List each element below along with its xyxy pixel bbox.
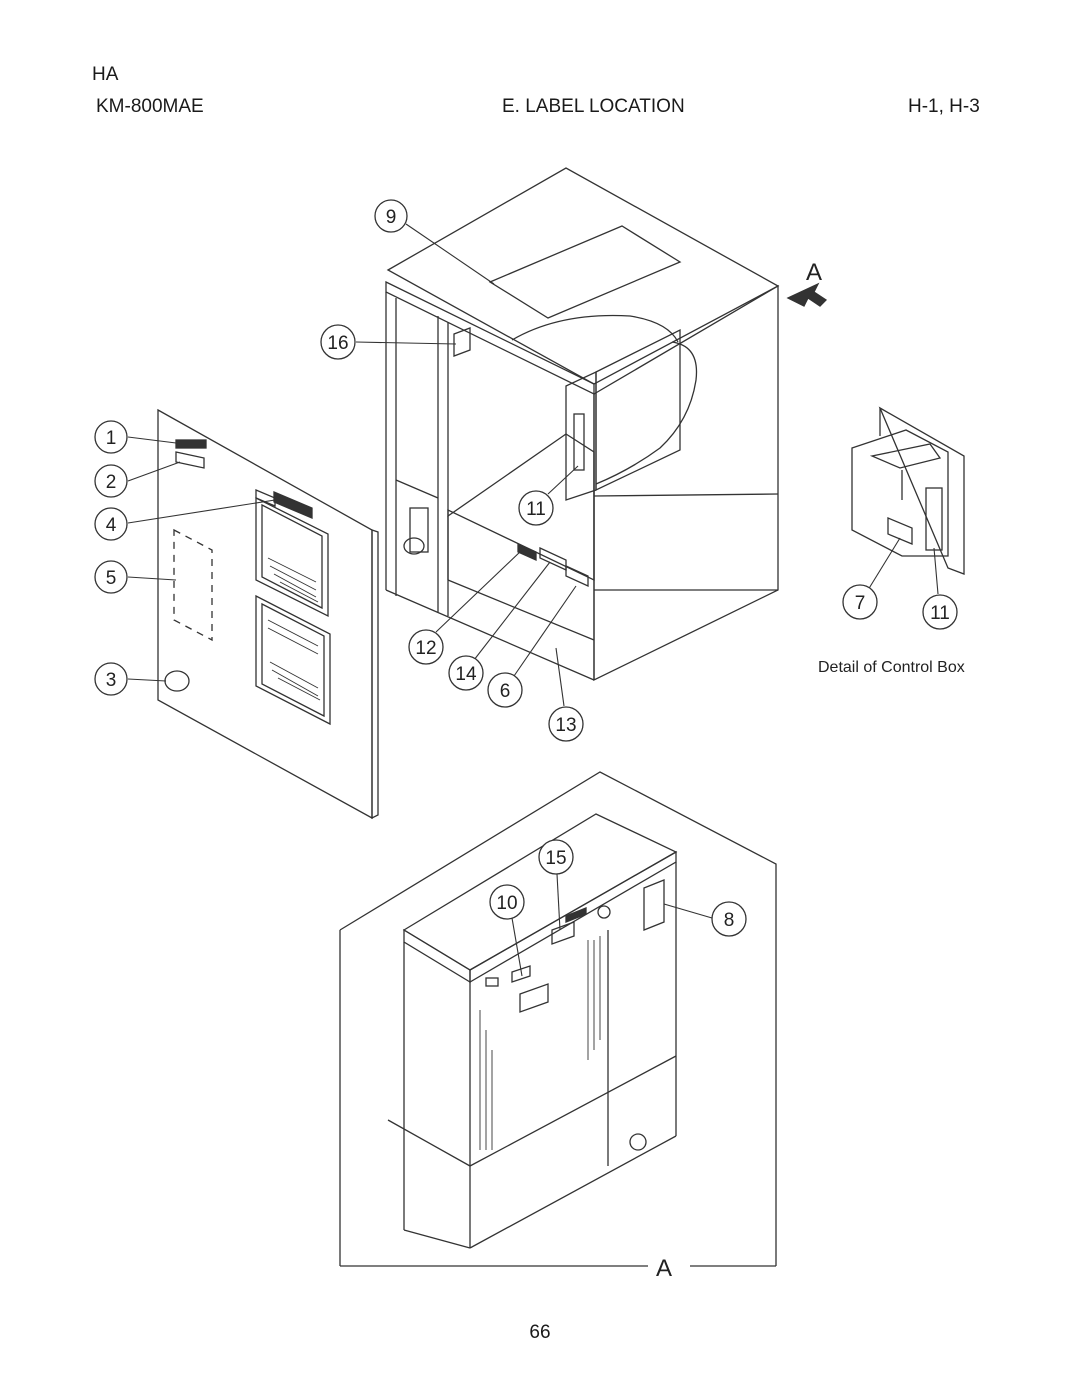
svg-text:6: 6 — [500, 681, 511, 702]
callout-11-detail: 11 — [922, 547, 958, 630]
callout-4: 4 — [94, 499, 276, 541]
svg-text:15: 15 — [545, 848, 566, 869]
page-number: 66 — [529, 1322, 551, 1343]
svg-text:16: 16 — [327, 333, 348, 354]
svg-text:4: 4 — [106, 515, 117, 536]
svg-text:11: 11 — [930, 603, 950, 624]
svg-text:A: A — [806, 259, 822, 286]
svg-text:2: 2 — [106, 472, 117, 493]
callout-12: 12 — [408, 549, 523, 665]
callout-2: 2 — [94, 461, 181, 498]
detail-caption: Detail of Control Box — [818, 659, 965, 676]
callout-15: 15 — [538, 839, 574, 931]
callout-13: 13 — [548, 647, 584, 742]
svg-text:9: 9 — [386, 207, 397, 228]
callout-7: 7 — [842, 537, 901, 620]
callout-5: 5 — [94, 560, 177, 594]
model-number: KM-800MAE — [96, 96, 204, 117]
svg-text:1: 1 — [106, 428, 117, 449]
svg-text:13: 13 — [555, 715, 576, 736]
front-panel-drawing — [157, 408, 379, 820]
svg-text:A: A — [656, 1255, 672, 1282]
callout-1: 1 — [94, 420, 177, 454]
svg-text:3: 3 — [106, 670, 117, 691]
callout-10: 10 — [489, 884, 525, 977]
main-unit-drawing — [385, 167, 780, 682]
svg-text:14: 14 — [455, 664, 477, 685]
view-a-unit-drawing — [387, 813, 678, 1249]
svg-text:8: 8 — [724, 910, 735, 931]
svg-text:10: 10 — [496, 893, 517, 914]
svg-text:7: 7 — [855, 593, 866, 614]
callout-8: 8 — [663, 901, 747, 937]
svg-text:12: 12 — [415, 638, 436, 659]
callout-16: 16 — [320, 324, 457, 360]
callout-11-unit: 11 — [518, 465, 579, 526]
page-reference: H-1, H-3 — [908, 96, 980, 117]
view-a-frame: A — [339, 771, 777, 1282]
svg-text:11: 11 — [526, 499, 546, 520]
control-box-detail — [851, 406, 965, 575]
callout-6: 6 — [487, 585, 577, 708]
callout-14: 14 — [448, 561, 551, 691]
brand-label: HA — [92, 64, 119, 85]
svg-text:5: 5 — [106, 568, 117, 589]
callout-9: 9 — [374, 199, 495, 285]
view-marker-a: A — [786, 259, 828, 307]
section-title: E. LABEL LOCATION — [502, 96, 685, 117]
callout-3: 3 — [94, 662, 167, 696]
